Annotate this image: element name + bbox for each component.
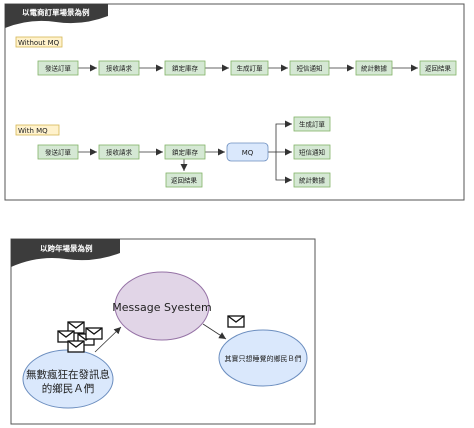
single-envelope-icon (227, 315, 245, 328)
mq-node (226, 142, 269, 162)
without-step-receive-request (98, 60, 140, 76)
with-step-return-result (165, 172, 203, 188)
with-step-lock-stock (164, 144, 206, 160)
senders-to-system-arrow (94, 326, 122, 353)
without-step-sms-notify (289, 60, 330, 76)
with-step-receive-request (98, 144, 140, 160)
with-mq-flow: 發送訂單 接收請求 鎖定庫存 返回結果 MQ 生成訂單 短信通知 統計數據 (37, 116, 331, 188)
with-step-lock-stock-label: 鎖定庫存 (172, 148, 199, 157)
ecommerce-title: 以電商訂單場景為例 (22, 7, 90, 17)
mq-target-statistics-label: 統計數據 (299, 176, 326, 185)
without-step-statistics (355, 60, 393, 76)
without-step-statistics-label: 統計數據 (361, 64, 388, 73)
with-mq-label-box (15, 124, 60, 136)
without-step-lock-stock (164, 60, 206, 76)
system-to-receiver-arrow (202, 323, 227, 340)
without-step-create-order (230, 60, 269, 76)
mq-target-sms-notify (293, 144, 331, 160)
senders-label-line2: 的鄉民Ａ們 (42, 382, 95, 395)
mq-target-sms-notify-label: 短信通知 (299, 148, 325, 157)
without-step-return-result (419, 60, 457, 76)
with-step-send-order-label: 發送訂單 (45, 148, 72, 157)
ecommerce-panel (4, 3, 465, 201)
mq-target-create-order (293, 116, 331, 132)
receiver-node (218, 329, 308, 387)
senders-label-line1: 無數瘋狂在發訊息 (26, 368, 110, 381)
without-mq-label: Without MQ (18, 39, 60, 47)
mq-node-label: MQ (242, 149, 254, 157)
without-step-lock-stock-label: 鎖定庫存 (172, 64, 199, 73)
without-mq-label-box (15, 36, 63, 48)
without-step-create-order-label: 生成訂單 (237, 64, 264, 73)
mq-target-statistics (293, 172, 331, 188)
with-mq-label: With MQ (18, 127, 48, 135)
ecommerce-title-banner (5, 4, 108, 28)
without-step-send-order-label: 發送訂單 (45, 64, 72, 73)
message-system-label: Message Syestem (112, 301, 212, 314)
with-step-receive-request-label: 接收請求 (106, 148, 133, 157)
mq-target-create-order-label: 生成訂單 (299, 120, 326, 129)
without-step-sms-notify-label: 短信通知 (297, 64, 323, 73)
new-year-title: 以跨年場景為例 (40, 243, 93, 253)
message-system-node (114, 271, 210, 341)
without-step-send-order (37, 60, 79, 76)
without-mq-flow: 發送訂單 接收請求 鎖定庫存 生成訂單 短信通知 統計數據 返回結果 (37, 60, 457, 76)
without-step-receive-request-label: 接收請求 (106, 64, 133, 73)
without-step-return-result-label: 返回結果 (425, 64, 452, 73)
receiver-label: 其實只想睡覺的鄉民Ｂ們 (225, 354, 302, 363)
with-step-return-result-label: 返回結果 (171, 176, 198, 185)
with-step-send-order (37, 144, 79, 160)
new-year-title-banner (11, 239, 120, 267)
